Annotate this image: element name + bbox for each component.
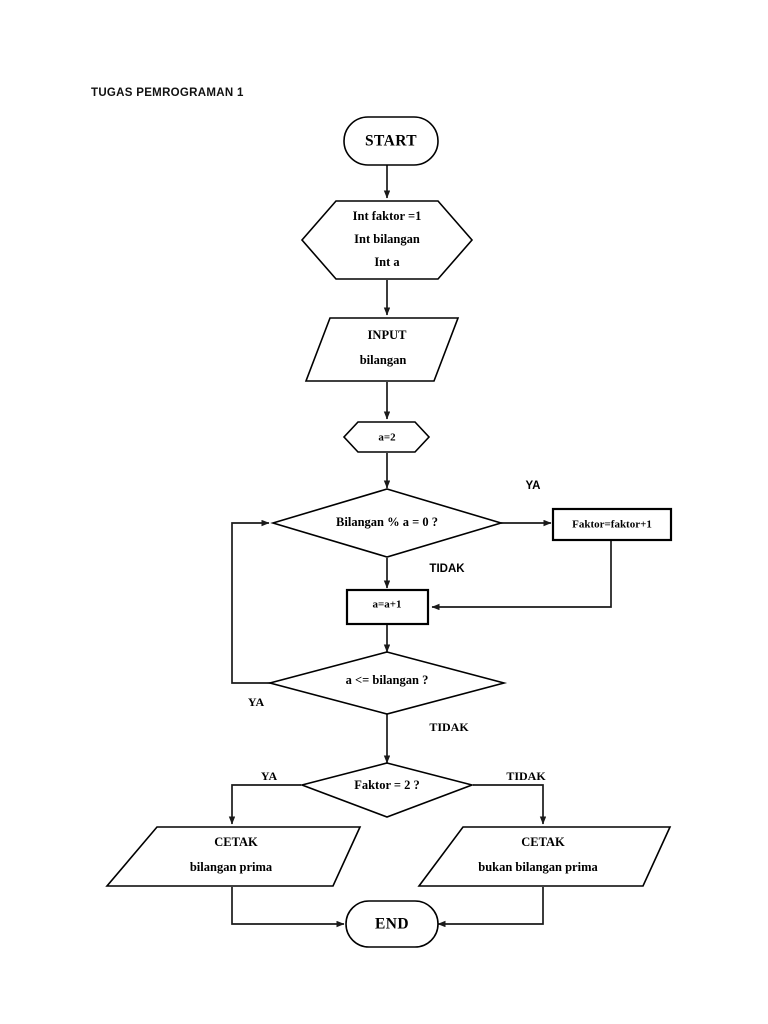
start-label: START xyxy=(365,133,417,150)
mod-check-diamond-shape xyxy=(270,488,504,558)
page-title: TUGAS PEMROGRAMAN 1 xyxy=(91,87,244,99)
node-prime-check[interactable]: Faktor = 2 ? xyxy=(299,762,475,818)
input-line1: INPUT xyxy=(368,328,408,342)
declare-hexagon-shape xyxy=(300,200,474,280)
prime-check-label: Faktor = 2 ? xyxy=(354,778,420,792)
mod-check-label: Bilangan % a = 0 ? xyxy=(336,515,438,529)
print-prime-line1: CETAK xyxy=(214,835,258,849)
loop-check-label: a <= bilangan ? xyxy=(346,673,429,687)
node-init-a[interactable]: a=2 xyxy=(342,421,431,453)
input-parallelogram-shape xyxy=(304,317,460,382)
edge-prime-check-ya-to-print-prime xyxy=(228,784,301,825)
declare-line2: Int bilangan xyxy=(354,232,420,246)
node-mod-check[interactable]: Bilangan % a = 0 ? xyxy=(270,488,504,558)
print-prime-line2: bilangan prima xyxy=(190,860,273,874)
edge-label-prime-ya: YA xyxy=(261,769,278,783)
init-a-hexagon-shape xyxy=(342,421,431,453)
edge-label-mod-ya: YA xyxy=(526,480,541,492)
edge-faktor-to-a-incr xyxy=(431,540,612,611)
end-label: END xyxy=(375,916,409,933)
node-end[interactable]: END xyxy=(345,900,439,948)
node-print-notprime[interactable]: CETAK bukan bilangan prima xyxy=(417,826,672,887)
loop-check-diamond-shape xyxy=(266,651,508,715)
edge-print-prime-to-end xyxy=(231,887,345,928)
edge-prime-check-tidak-to-print-notprime xyxy=(473,784,547,825)
node-print-prime[interactable]: CETAK bilangan prima xyxy=(105,826,362,887)
edge-label-loop-tidak: TIDAK xyxy=(429,720,469,734)
edge-label-loop-ya: YA xyxy=(248,695,265,709)
node-declare[interactable]: Int faktor =1 Int bilangan Int a xyxy=(300,200,474,280)
node-loop-check[interactable]: a <= bilangan ? xyxy=(266,651,508,715)
prime-check-diamond-shape xyxy=(299,762,475,818)
start-terminator-shape xyxy=(343,116,439,166)
print-notprime-parallelogram-shape xyxy=(417,826,672,887)
edge-loop-check-ya-to-mod-check xyxy=(231,519,281,684)
declare-line3: Int a xyxy=(374,255,400,269)
edge-print-notprime-to-end xyxy=(437,887,544,928)
init-a-label: a=2 xyxy=(378,432,396,444)
edge-label-prime-tidak: TIDAK xyxy=(506,769,546,783)
a-incr-process-shape xyxy=(345,588,430,626)
print-notprime-line1: CETAK xyxy=(521,835,565,849)
node-a-incr[interactable]: a=a+1 xyxy=(345,588,430,626)
node-start[interactable]: START xyxy=(343,116,439,166)
a-incr-label: a=a+1 xyxy=(372,599,401,611)
print-prime-parallelogram-shape xyxy=(105,826,362,887)
node-faktor-incr[interactable]: Faktor=faktor+1 xyxy=(551,507,673,542)
input-line2: bilangan xyxy=(360,353,407,367)
node-input[interactable]: INPUT bilangan xyxy=(304,317,460,382)
declare-line1: Int faktor =1 xyxy=(353,209,422,223)
end-terminator-shape xyxy=(345,900,439,948)
faktor-incr-label: Faktor=faktor+1 xyxy=(572,519,652,531)
edge-label-mod-tidak: TIDAK xyxy=(429,563,465,575)
faktor-incr-process-shape xyxy=(551,507,673,542)
print-notprime-line2: bukan bilangan prima xyxy=(478,860,598,874)
